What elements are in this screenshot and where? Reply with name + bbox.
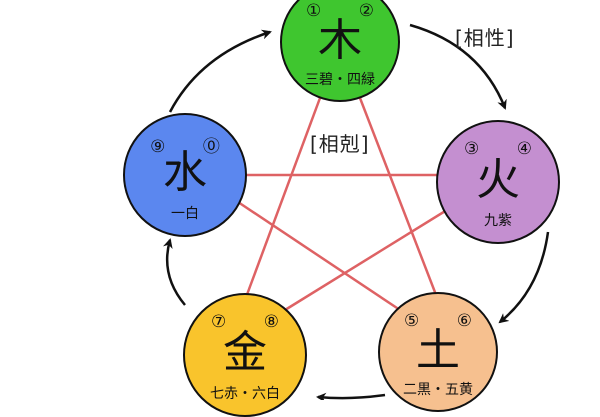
element-numbers: ① ② bbox=[306, 1, 390, 21]
generating-arrows bbox=[162, 23, 550, 400]
element-character: 土 bbox=[416, 325, 460, 376]
element-numbers: ⑤ ⑥ bbox=[404, 311, 488, 331]
element-fire: ③ ④ 火 九紫 bbox=[436, 120, 560, 244]
element-wood: ① ② 木 三碧・四緑 bbox=[280, 0, 400, 102]
element-character: 水 bbox=[163, 147, 207, 198]
five-elements-diagram bbox=[162, 23, 550, 400]
overcoming-star bbox=[234, 97, 456, 312]
element-stars: 二黒・五黄 bbox=[403, 382, 473, 398]
element-character: 木 bbox=[318, 15, 362, 66]
overcoming-label: [相剋] bbox=[310, 132, 370, 156]
element-character: 火 bbox=[476, 154, 520, 205]
element-stars: 七赤・六白 bbox=[210, 386, 280, 402]
element-numbers: ⑨ ⓪ bbox=[150, 137, 236, 157]
element-water: ⑨ ⓪ 水 一白 bbox=[123, 113, 247, 237]
element-stars: 三碧・四緑 bbox=[305, 72, 375, 88]
element-earth: ⑤ ⑥ 土 二黒・五黄 bbox=[378, 292, 498, 412]
element-character: 金 bbox=[223, 327, 267, 378]
element-stars: 九紫 bbox=[484, 213, 512, 229]
element-numbers: ⑦ ⑧ bbox=[211, 312, 295, 332]
element-numbers: ③ ④ bbox=[464, 139, 548, 159]
element-metal: ⑦ ⑧ 金 七赤・六白 bbox=[183, 293, 307, 417]
generating-label: [相性] bbox=[455, 26, 515, 50]
element-stars: 一白 bbox=[171, 206, 199, 222]
